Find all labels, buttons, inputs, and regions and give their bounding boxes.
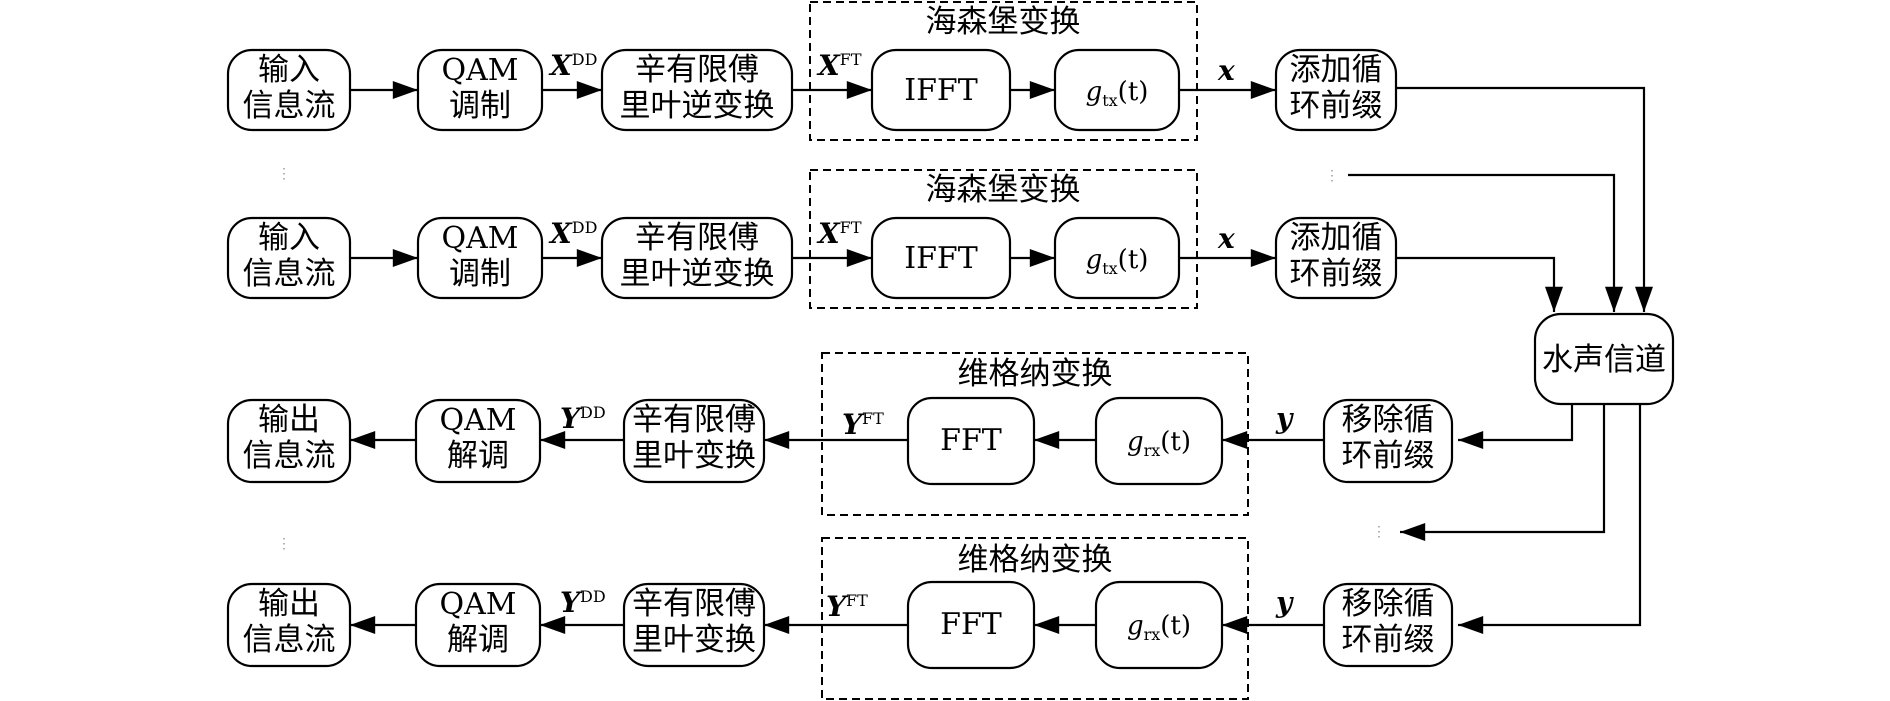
ifft-label: IFFT [904,241,978,276]
signal-y-ft: YFT [826,590,868,623]
sfft-label-1: 辛有限傅 [632,402,756,438]
ellipsis-tx-right: ⋮ [1325,168,1339,184]
qam-mod-label-1: QAM [442,221,519,256]
isfft-label-1: 辛有限傅 [635,220,759,256]
wigner-transform-group [821,537,1249,700]
input-stream-label-1: 输入 [258,52,320,88]
wire-channel-rx2 [1457,404,1642,634]
ellipsis-rx-left: ⋮ [277,536,291,552]
signal-y-dd: YDD [560,586,606,619]
output-stream-label-1: 输出 [258,586,320,622]
heisenberg-transform-label: 海森堡变换 [926,4,1081,40]
rx-row-1: 移除循 环前缀 y 维格纳变换 grx(t) FFT YFT 辛有限傅 里叶变换… [226,352,1454,516]
output-stream-box [226,398,352,484]
rx-row-2: 移除循 环前缀 y 维格纳变换 grx(t) FFT YFT 辛有限傅 里叶变换… [226,537,1454,700]
isfft-label-2: 里叶逆变换 [620,88,775,124]
gtx-filter-label: gtx(t) [1086,245,1149,278]
wire-txn-channel [1348,173,1623,312]
grx-filter-label: grx(t) [1127,427,1191,460]
add-cp-label-1: 添加循 [1290,220,1383,256]
output-stream-box [226,582,352,668]
fft-label: FFT [940,607,1002,642]
add-cp-box [1274,48,1398,132]
tx-row-1: 输入 信息流 QAM 调制 XDD 辛有限傅 里叶逆变换 海森堡变换 XFT I… [226,1,1398,141]
sfft-label-2: 里叶变换 [632,438,756,474]
isfft-label-2: 里叶逆变换 [620,256,775,292]
qam-mod-label-2: 调制 [449,256,511,292]
input-stream-label-2: 信息流 [243,88,336,124]
underwater-channel-label: 水声信道 [1542,342,1666,378]
output-stream-label-2: 信息流 [243,438,336,474]
add-cp-label-2: 环前缀 [1290,88,1383,124]
heisenberg-transform-group [809,169,1198,309]
wigner-transform-label: 维格纳变换 [958,356,1113,392]
grx-filter-label: grx(t) [1127,611,1191,644]
sfft-label-1: 辛有限傅 [632,586,756,622]
gtx-filter-label: gtx(t) [1086,77,1149,110]
wigner-transform-group [821,352,1249,516]
add-cp-label-1: 添加循 [1290,52,1383,88]
output-stream-label-1: 输出 [258,402,320,438]
wire-channel-rx1 [1457,404,1574,449]
heisenberg-transform-label: 海森堡变换 [926,172,1081,208]
isfft-label-1: 辛有限傅 [635,52,759,88]
wigner-transform-label: 维格纳变换 [958,542,1113,578]
qam-mod-label-2: 调制 [449,88,511,124]
heisenberg-transform-group [809,1,1198,141]
signal-x: x [1217,54,1235,87]
output-stream-label-2: 信息流 [243,622,336,658]
add-cp-label-2: 环前缀 [1290,256,1383,292]
qam-mod-label-1: QAM [442,53,519,88]
signal-y: y [1275,586,1294,619]
signal-x: x [1217,222,1235,255]
ellipsis-tx-left: ⋮ [277,166,291,182]
signal-x-dd: XDD [548,49,597,82]
wire-channel-rxn [1399,404,1606,541]
signal-x-dd: XDD [548,217,597,250]
signal-x-ft: XFT [816,49,862,82]
signal-y-ft: YFT [842,408,884,441]
remove-cp-label-2: 环前缀 [1342,438,1435,474]
qam-demod-label-2: 解调 [447,438,509,474]
signal-y: y [1275,402,1294,435]
tx-row-2: 输入 信息流 QAM 调制 XDD 辛有限傅 里叶逆变换 海森堡变换 XFT I… [226,169,1398,309]
remove-cp-label-2: 环前缀 [1342,622,1435,658]
ifft-label: IFFT [904,73,978,108]
remove-cp-label-1: 移除循 [1342,586,1435,622]
signal-x-ft: XFT [816,217,862,250]
signal-y-dd: YDD [560,402,606,435]
wire-tx2-channel [1396,256,1563,312]
qam-demod-label-1: QAM [440,403,517,438]
sfft-label-2: 里叶变换 [632,622,756,658]
input-stream-label-1: 输入 [258,220,320,256]
qam-demod-label-1: QAM [440,587,517,622]
qam-demod-label-2: 解调 [447,622,509,658]
remove-cp-label-1: 移除循 [1342,402,1435,438]
input-stream-label-2: 信息流 [243,256,336,292]
ellipsis-rx-right: ⋮ [1372,524,1386,540]
wire-tx1-channel [1396,86,1653,312]
fft-label: FFT [940,423,1002,458]
